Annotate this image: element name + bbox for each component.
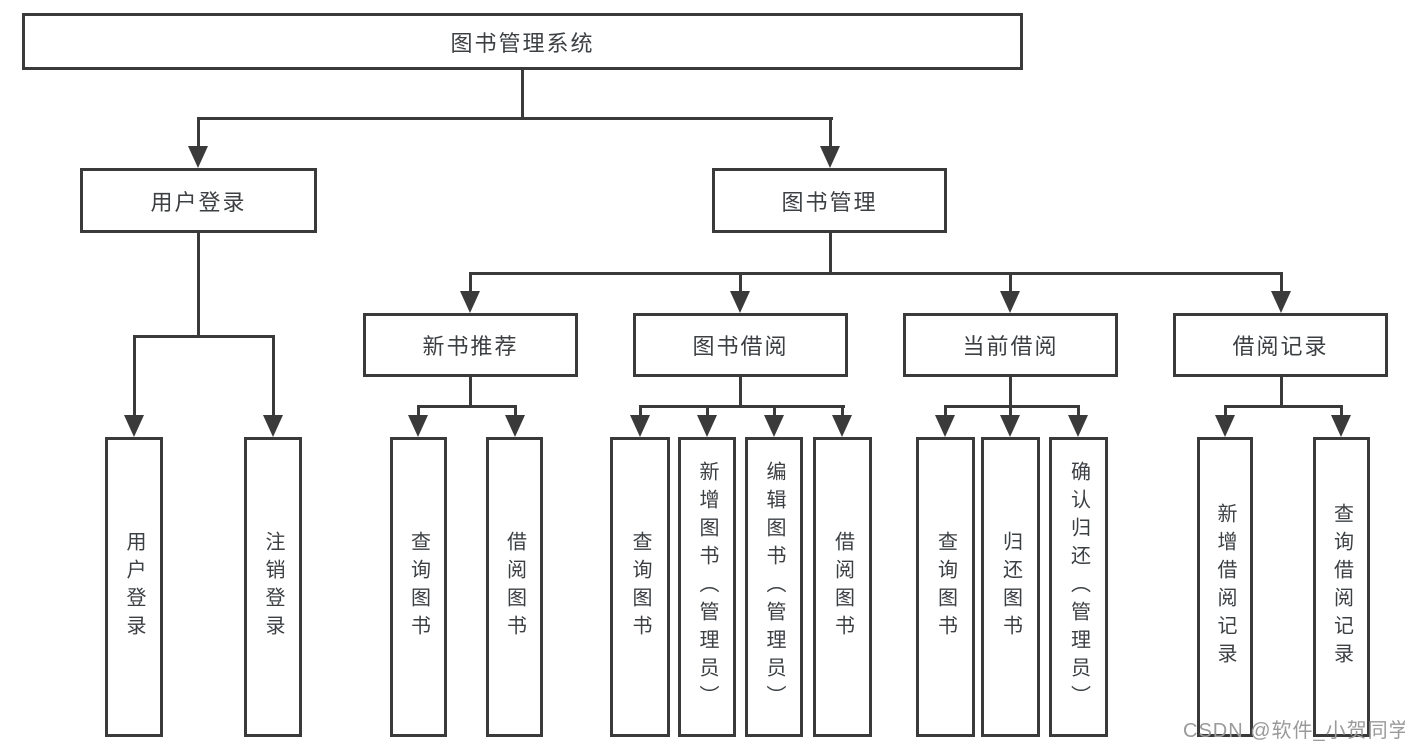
arrowhead-leaf-br-add: [1215, 415, 1235, 437]
watermark: CSDN @软件_小贺同学: [1183, 720, 1405, 742]
arrowhead-leaf-cb-query: [935, 415, 955, 437]
node-label: 当前借阅: [962, 334, 1059, 359]
node-label: 借阅图书: [831, 531, 854, 643]
node-label: 确认归还（管理员）: [1067, 461, 1090, 713]
node-leaf-user-login: 用户登录: [105, 437, 163, 737]
connector-borrow-records-drop: [1280, 377, 1283, 406]
node-label: 查询图书: [934, 531, 957, 643]
node-leaf-confirm-return-admin: 确认归还（管理员）: [1049, 437, 1108, 737]
connector-to-current-borrow: [1009, 273, 1012, 293]
node-user-login: 用户登录: [80, 168, 317, 233]
node-label: 借阅记录: [1232, 334, 1329, 359]
connector-borrow-records-split: [1224, 405, 1343, 408]
connector-to-leaf-login: [133, 336, 136, 417]
node-label: 图书管理系统: [450, 30, 595, 56]
node-label: 注销登录: [262, 531, 284, 643]
arrowhead-user-login: [188, 146, 208, 168]
node-new-book-recommend: 新书推荐: [363, 313, 578, 377]
connector-to-leaf-logout: [272, 336, 275, 417]
connector-leaf-stub: [639, 406, 642, 418]
node-label: 查询图书: [407, 531, 430, 643]
node-label: 用户登录: [123, 531, 145, 643]
node-label: 新增图书（管理员）: [696, 461, 718, 713]
node-leaf-borrow-books: 借阅图书: [813, 437, 872, 737]
connector-leaf-stub: [1009, 406, 1012, 418]
connector-book-mgmt-split: [469, 272, 1283, 275]
arrowhead-borrow-records: [1271, 291, 1291, 313]
node-label: 新增借阅记录: [1214, 503, 1236, 671]
arrowhead-leaf-cb-confirm: [1068, 415, 1088, 437]
arrowhead-leaf-bb-borrow: [832, 415, 852, 437]
arrowhead-current-borrow: [1000, 291, 1020, 313]
arrowhead-leaf-logout: [263, 415, 283, 437]
node-book-management: 图书管理: [712, 168, 947, 233]
node-label: 查询图书: [629, 531, 651, 643]
node-library-management-system: 图书管理系统: [22, 13, 1023, 70]
connector-leaf-stub: [773, 406, 776, 418]
connector-to-book-mgmt: [829, 118, 832, 150]
arrowhead-book-mgmt: [820, 146, 840, 168]
node-leaf-logout: 注销登录: [244, 437, 302, 737]
connector-current-borrow-split: [944, 405, 1080, 408]
arrowhead-leaf-nb-borrow: [505, 415, 525, 437]
node-label: 借阅图书: [503, 531, 526, 643]
node-leaf-query-books-borrow: 查询图书: [610, 437, 670, 737]
connector-user-login-split: [133, 335, 275, 338]
node-leaf-borrow-books-recommend: 借阅图书: [486, 437, 543, 737]
connector-to-user-login: [197, 118, 200, 150]
arrowhead-leaf-bb-edit: [764, 415, 784, 437]
connector-root-drop: [521, 70, 524, 118]
arrowhead-new-book-rec: [460, 291, 480, 313]
arrowhead-leaf-nb-query: [408, 415, 428, 437]
node-label: 新书推荐: [422, 334, 519, 359]
connector-book-borrow-split: [639, 405, 845, 408]
node-label: 用户登录: [150, 189, 247, 215]
node-leaf-add-books-admin: 新增图书（管理员）: [678, 437, 736, 737]
node-book-borrowing: 图书借阅: [633, 313, 848, 377]
connector-leaf-stub: [841, 406, 844, 418]
node-leaf-query-books-current: 查询图书: [916, 437, 975, 737]
connector-leaf-stub: [944, 406, 947, 418]
node-borrowing-records: 借阅记录: [1173, 313, 1388, 377]
arrowhead-book-borrow: [730, 291, 750, 313]
connector-to-book-borrow: [739, 273, 742, 293]
node-leaf-query-borrow-record: 查询借阅记录: [1313, 437, 1370, 737]
connector-user-login-drop: [197, 233, 200, 336]
connector-current-borrow-drop: [1009, 377, 1012, 406]
connector-to-borrow-records: [1280, 273, 1283, 293]
connector-new-book-rec-drop: [469, 377, 472, 406]
connector-leaf-stub: [514, 406, 517, 418]
node-label: 图书借阅: [692, 334, 789, 359]
connector-book-borrow-drop: [739, 377, 742, 406]
node-label: 归还图书: [999, 531, 1022, 643]
node-label: 编辑图书（管理员）: [763, 461, 785, 713]
node-leaf-return-books: 归还图书: [981, 437, 1040, 737]
arrowhead-leaf-br-query: [1331, 415, 1351, 437]
connector-to-new-book-rec: [469, 273, 472, 293]
connector-leaf-stub: [1340, 406, 1343, 418]
arrowhead-leaf-login: [124, 415, 144, 437]
node-leaf-query-books-recommend: 查询图书: [390, 437, 447, 737]
connector-leaf-stub: [417, 406, 420, 418]
node-leaf-add-borrow-record: 新增借阅记录: [1197, 437, 1253, 737]
node-label: 图书管理: [781, 189, 878, 215]
arrowhead-leaf-cb-return: [1000, 415, 1020, 437]
arrowhead-leaf-bb-query: [630, 415, 650, 437]
connector-new-book-rec-split: [417, 405, 517, 408]
arrowhead-leaf-bb-add: [697, 415, 717, 437]
node-leaf-edit-books-admin: 编辑图书（管理员）: [745, 437, 803, 737]
connector-leaf-stub: [706, 406, 709, 418]
connector-leaf-stub: [1077, 406, 1080, 418]
connector-book-mgmt-drop: [829, 233, 832, 273]
connector-leaf-stub: [1224, 406, 1227, 418]
node-current-borrowing: 当前借阅: [903, 313, 1118, 377]
connector-root-split: [197, 117, 833, 120]
node-label: 查询借阅记录: [1330, 503, 1353, 671]
